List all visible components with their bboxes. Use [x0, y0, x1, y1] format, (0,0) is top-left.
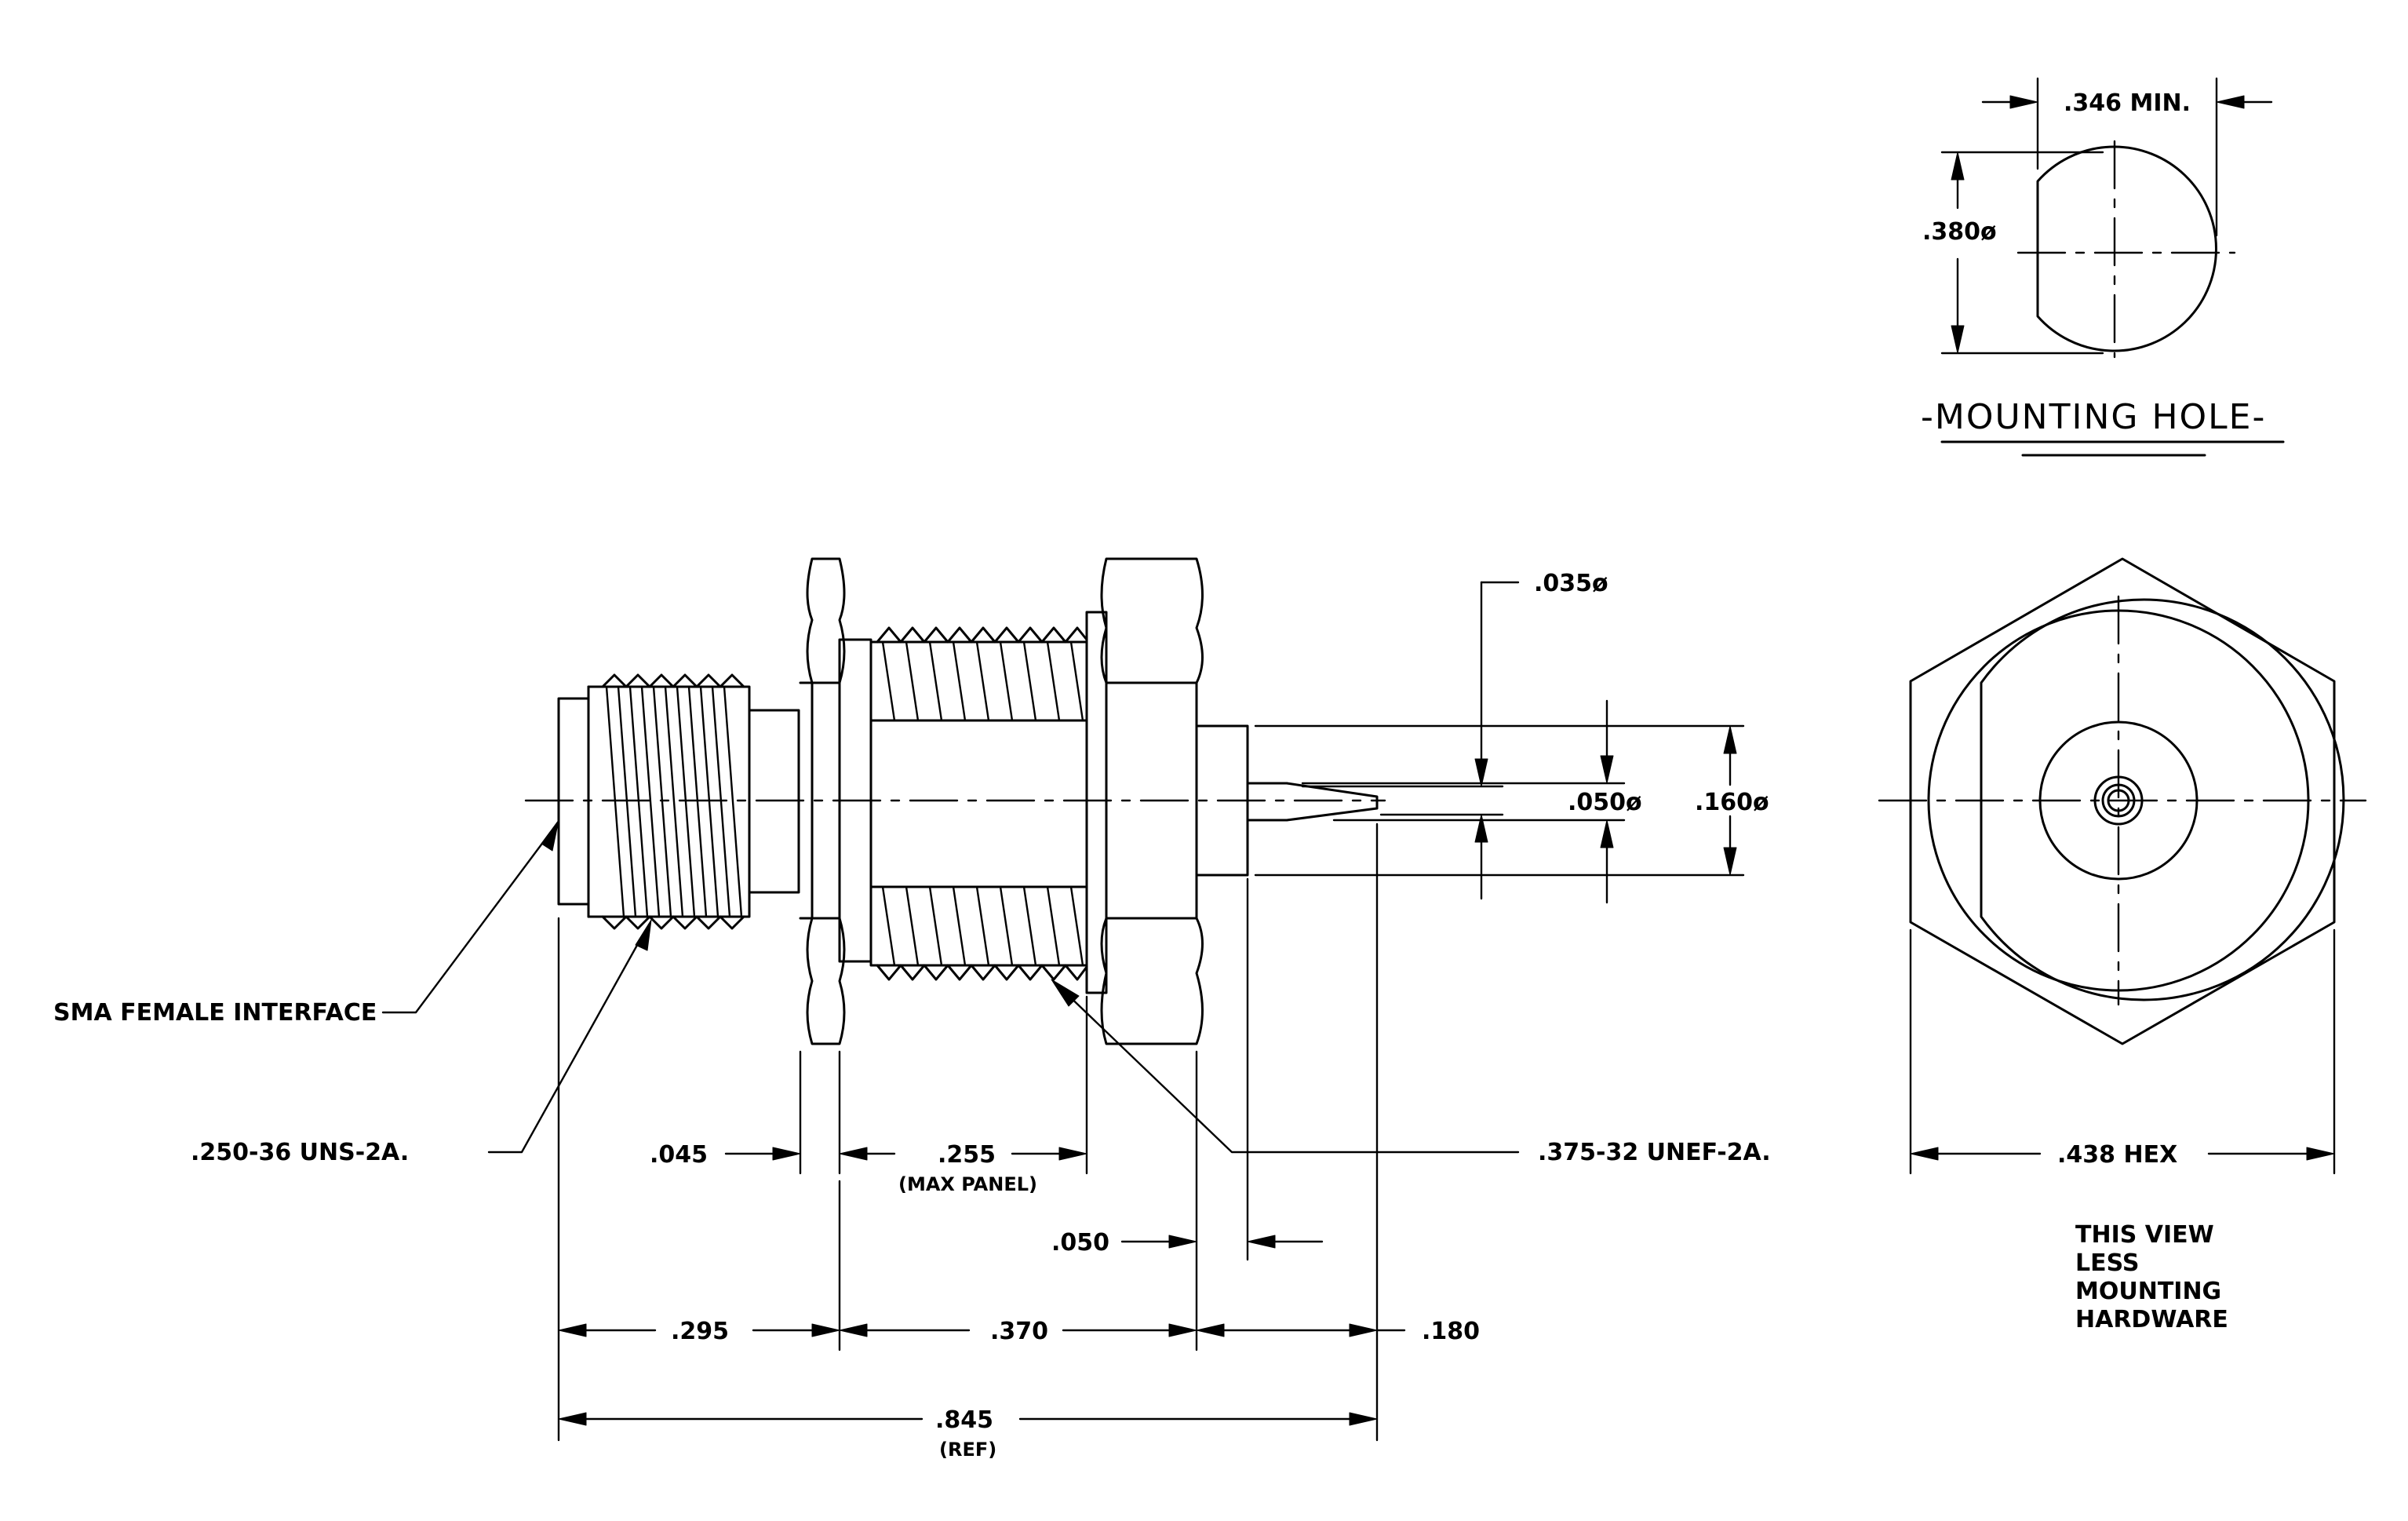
- dim-pin-label: .180: [1422, 1318, 1480, 1345]
- dim-front-label: .295: [671, 1318, 729, 1345]
- rear-body: [1195, 724, 1249, 877]
- connector-end-view: .438 HEX THIS VIEW LESS MOUNTING HARDWAR…: [1878, 557, 2367, 1333]
- front-hex-nut: [806, 557, 846, 1045]
- front-thread-callout: .250-36 UNS-2A.: [191, 1139, 409, 1166]
- end-view-note-line-4: HARDWARE: [2075, 1306, 2228, 1333]
- hex-outline: [1909, 557, 2336, 1045]
- interface-callout: SMA FEMALE INTERFACE: [53, 999, 377, 1027]
- connector-side-view: .035ø .050ø .160ø SMA FEMALE INTERFACE .…: [53, 557, 1771, 1461]
- flange-thickness-label: .050: [1051, 1229, 1109, 1257]
- front-thread-crests-top: [601, 673, 745, 688]
- panel-thickness-label: .255: [938, 1141, 996, 1169]
- pin-diameter-label: .035ø: [1534, 570, 1608, 597]
- hex-size-label: .438 HEX: [2057, 1141, 2177, 1169]
- end-view-note-line-1: THIS VIEW: [2075, 1221, 2214, 1249]
- end-view-note-line-3: MOUNTING: [2075, 1278, 2221, 1305]
- dim-overall-label: .845: [935, 1406, 993, 1434]
- rear-thread-callout: .375-32 UNEF-2A.: [1538, 1139, 1771, 1166]
- center-pin: [1285, 782, 1379, 822]
- rear-hex-nut: [1100, 557, 1204, 1045]
- dim-middle-label: .370: [990, 1318, 1048, 1345]
- front-thread-crests-bottom: [601, 915, 745, 930]
- washer-thickness-label: .045: [650, 1141, 708, 1169]
- dim-overall-note: (REF): [939, 1439, 996, 1461]
- mounting-hole-title: -MOUNTING HOLE-: [1921, 397, 2266, 437]
- mounting-hole-outline: [2036, 145, 2217, 352]
- mounting-hole-diameter-label: .380ø: [1922, 218, 1997, 246]
- end-view-note-line-2: LESS: [2075, 1249, 2139, 1277]
- inner-flange-outline: [1980, 598, 2345, 1001]
- panel-note-label: (MAX PANEL): [898, 1173, 1037, 1195]
- mounting-hole-view: .346 MIN. .380ø -MOUNTING HOLE-: [1921, 77, 2285, 457]
- insulator-diameter-label: .050ø: [1568, 789, 1642, 816]
- mounting-hole-width-label: .346 MIN.: [2064, 89, 2191, 117]
- body-diameter-label: .160ø: [1695, 789, 1769, 816]
